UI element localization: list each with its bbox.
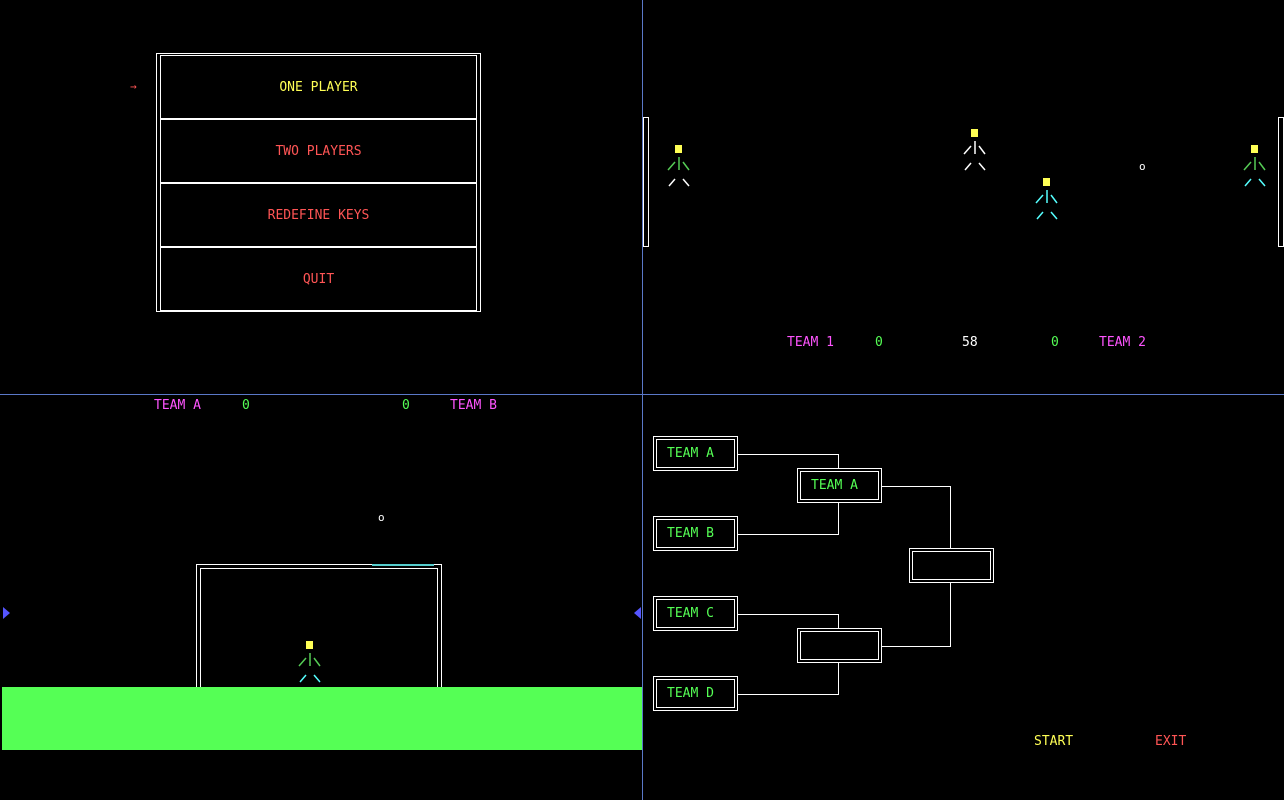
bracket-final[interactable] xyxy=(909,548,994,583)
team-a-label: TEAM A xyxy=(154,398,201,413)
bracket-team-a-label: TEAM A xyxy=(667,446,714,461)
one-player-label: ONE PLAYER xyxy=(279,79,358,95)
start-button[interactable]: START xyxy=(1034,734,1074,749)
player-goalkeeper-icon xyxy=(298,641,321,683)
team-a-score: 0 xyxy=(242,398,250,413)
one-player-button[interactable]: ONE PLAYER xyxy=(160,55,477,119)
left-marker-arrow-icon xyxy=(3,607,10,619)
bracket-semi-1-label: TEAM A xyxy=(811,478,858,493)
bracket-slot-team-b[interactable]: TEAM B xyxy=(653,516,738,551)
two-players-button[interactable]: TWO PLAYERS xyxy=(160,119,477,183)
quit-button[interactable]: QUIT xyxy=(160,247,477,311)
ground xyxy=(2,687,642,750)
two-players-label: TWO PLAYERS xyxy=(275,143,362,159)
bracket-slot-team-c[interactable]: TEAM C xyxy=(653,596,738,631)
quit-label: QUIT xyxy=(302,271,335,287)
bracket-team-b-label: TEAM B xyxy=(667,526,714,541)
left-goal-post xyxy=(643,117,649,247)
menu-frame: ONE PLAYER TWO PLAYERS REDEFINE KEYS QUI… xyxy=(156,53,481,312)
bracket-semi-1[interactable]: TEAM A xyxy=(797,468,882,503)
goal-frame-inner xyxy=(200,568,438,689)
bracket-team-d-label: TEAM D xyxy=(667,686,714,701)
team-1-score: 0 xyxy=(875,335,883,350)
team-1-label: TEAM 1 xyxy=(787,335,834,350)
exit-button[interactable]: EXIT xyxy=(1155,734,1187,749)
horizontal-divider xyxy=(0,394,1284,395)
right-goal-post xyxy=(1278,117,1284,247)
ball-icon: o xyxy=(378,511,385,524)
bracket-slot-team-d[interactable]: TEAM D xyxy=(653,676,738,711)
right-marker-arrow-icon xyxy=(634,607,641,619)
player-cyan-icon xyxy=(1035,178,1058,220)
player-goalkeeper-left-icon xyxy=(667,145,690,187)
team-b-label: TEAM B xyxy=(450,398,497,413)
team-b-score: 0 xyxy=(402,398,410,413)
redefine-keys-label: REDEFINE KEYS xyxy=(267,207,370,223)
vertical-divider xyxy=(642,0,643,800)
bracket-team-c-label: TEAM C xyxy=(667,606,714,621)
bracket-semi-2[interactable] xyxy=(797,628,882,663)
goal-crossbar-highlight xyxy=(372,564,434,566)
player-goalkeeper-right-icon xyxy=(1243,145,1266,187)
redefine-keys-button[interactable]: REDEFINE KEYS xyxy=(160,183,477,247)
goal-frame xyxy=(196,564,442,689)
bracket-slot-team-a[interactable]: TEAM A xyxy=(653,436,738,471)
match-timer: 58 xyxy=(962,335,978,350)
ball-icon: o xyxy=(1139,160,1146,173)
team-2-score: 0 xyxy=(1051,335,1059,350)
team-2-label: TEAM 2 xyxy=(1099,335,1146,350)
menu-cursor-arrow-icon: → xyxy=(130,80,137,93)
player-striker-white-icon xyxy=(963,129,986,171)
